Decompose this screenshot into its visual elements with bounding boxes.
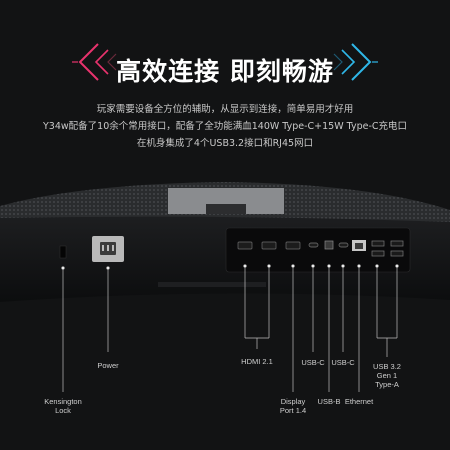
usba-port-2 — [390, 240, 404, 247]
label-usbb: USB-B — [317, 397, 341, 406]
label-usbc-2: USB-C — [331, 358, 355, 367]
label-hdmi: HDMI 2.1 — [241, 357, 273, 366]
usba-port-3 — [371, 250, 385, 257]
kensington-slot — [59, 245, 67, 259]
right-chevron-decoration-icon — [333, 43, 378, 81]
usbb-port — [324, 240, 334, 250]
hdmi-port-2 — [261, 241, 277, 250]
subtitle-line-2: Y34w配备了10余个常用接口，配备了全功能满血140W Type-C+15W … — [42, 121, 408, 132]
label-usbc-1: USB-C — [301, 358, 325, 367]
usba-port-1 — [371, 240, 385, 247]
label-usb-type-a: USB 3.2 Gen 1 Type-A — [373, 362, 401, 389]
hdmi-port-1 — [237, 241, 253, 250]
subtitle-line-1: 玩家需要设备全方位的辅助，从显示到连接，简单易用才好用 — [96, 104, 354, 115]
usbc-port-2 — [338, 242, 349, 248]
displayport-port — [285, 241, 301, 250]
headline-area: 高效连接 即刻畅游 — [0, 36, 450, 88]
port-panel — [225, 227, 411, 273]
left-chevron-decoration-icon — [72, 43, 117, 81]
label-displayport: Display Port 1.4 — [279, 397, 307, 415]
label-kensington-lock: Kensington Lock — [44, 397, 82, 415]
usbc-port-1 — [308, 242, 319, 248]
usba-port-4 — [390, 250, 404, 257]
page-title: 高效连接 即刻畅游 — [116, 57, 334, 86]
label-ethernet: Ethernet — [344, 397, 374, 406]
label-power: Power — [97, 361, 119, 370]
subtitle-line-3: 在机身集成了4个USB3.2接口和RJ45网口 — [136, 138, 314, 149]
